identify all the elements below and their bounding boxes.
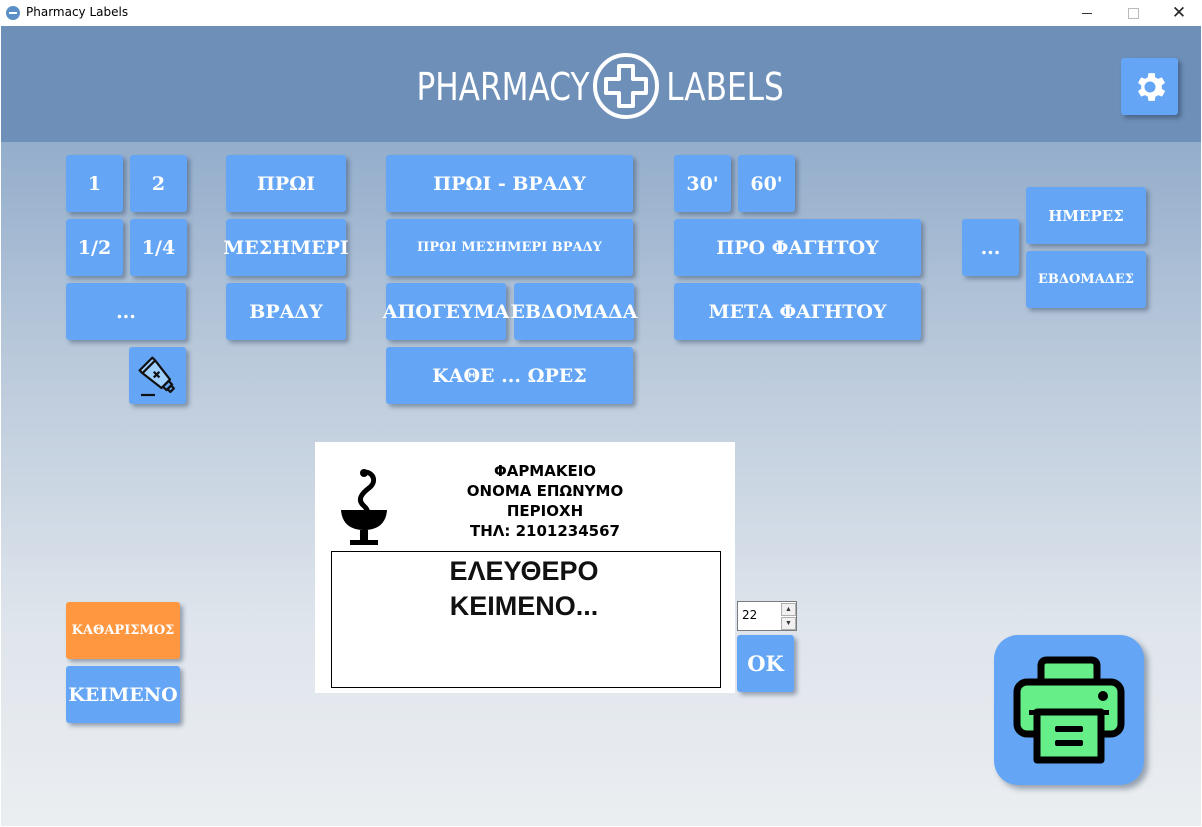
morning-button[interactable]: ΠΡΩΙ [226, 155, 346, 212]
clear-button[interactable]: ΚΑΘΑΡΙΣΜΟΣ [66, 602, 180, 659]
qty-quarter-button[interactable]: 1/4 [130, 219, 187, 276]
qty-half-button[interactable]: 1/2 [66, 219, 123, 276]
minutes-60-button[interactable]: 60' [738, 155, 795, 212]
qty-1-button[interactable]: 1 [66, 155, 123, 212]
label-preview: ΦΑΡΜΑΚΕΙΟ ΟΝΟΜΑ ΕΠΩΝΥΜΟ ΠΕΡΙΟΧΗ ΤΗΛ: 210… [315, 442, 735, 693]
spinner-down-button[interactable]: ▼ [781, 617, 796, 630]
close-button[interactable]: ✕ [1171, 3, 1187, 22]
week-button[interactable]: ΕΒΔΟΜΑΔΑ [510, 283, 638, 340]
bowl-of-hygieia-icon [341, 469, 387, 545]
pharmacy-phone: ΤΗΛ: 2101234567 [470, 522, 620, 540]
after-meal-button[interactable]: ΜΕΤΑ ΦΑΓΗΤΟΥ [674, 283, 921, 340]
app-body: PHARMACY LABELS 1 2 1/2 1/4 ... [1, 26, 1201, 826]
morning-night-button[interactable]: ΠΡΩΙ - ΒΡΑΔΥ [386, 155, 633, 212]
window-title: Pharmacy Labels [26, 5, 129, 19]
afternoon-button[interactable]: ΑΠΟΓΕΥΜΑ [383, 283, 509, 340]
days-button[interactable]: ΗΜΕΡΕΣ [1026, 187, 1146, 244]
settings-button[interactable] [1121, 58, 1178, 115]
noon-button[interactable]: ΜΕΣΗΜΕΡΙ [223, 219, 349, 276]
font-size-spinner[interactable]: 22 ▲ ▼ [737, 601, 797, 631]
maximize-button[interactable] [1110, 0, 1156, 26]
pharmacy-area: ΠΕΡΙΟΧΗ [506, 502, 584, 520]
pharmacy-heading: ΦΑΡΜΑΚΕΙΟ [493, 462, 597, 480]
ointment-button[interactable] [129, 347, 186, 404]
night-button[interactable]: ΒΡΑΔΥ [226, 283, 346, 340]
text-button[interactable]: ΚΕΙΜΕΝΟ [66, 666, 180, 723]
before-meal-button[interactable]: ΠΡΟ ΦΑΓΗΤΟΥ [674, 219, 921, 276]
free-text-box[interactable]: ΕΛΕΥΘΕΡΟ ΚΕΙΜΕΝΟ... [331, 551, 721, 688]
logo-text-left: PHARMACY [416, 65, 590, 109]
pharmacist-name: ΟΝΟΜΑ ΕΠΩΝΥΜΟ [466, 482, 624, 500]
print-button[interactable] [994, 635, 1144, 785]
every-hours-button[interactable]: ΚΑΘΕ ... ΩΡΕΣ [386, 347, 633, 404]
app-icon [6, 6, 20, 20]
title-bar: Pharmacy Labels ✕ [0, 0, 1202, 26]
printer-icon [1013, 656, 1125, 764]
free-text: ΕΛΕΥΘΕΡΟ ΚΕΙΜΕΝΟ... [449, 556, 599, 621]
qty-more-button[interactable]: ... [66, 283, 186, 340]
weeks-button[interactable]: ΕΒΔΟΜΑΔΕΣ [1026, 251, 1146, 308]
morning-noon-night-button[interactable]: ΠΡΩΙ ΜΕΣΗΜΕΡΙ ΒΡΑΔΥ [386, 219, 633, 276]
gear-icon [1137, 72, 1165, 101]
spinner-up-button[interactable]: ▲ [781, 603, 796, 616]
duration-more-button[interactable]: ... [962, 219, 1019, 276]
ointment-tube-icon [138, 356, 175, 396]
plus-circle-icon [593, 53, 659, 119]
font-size-value[interactable]: 22 [742, 608, 758, 622]
ok-button[interactable]: OK [737, 635, 794, 692]
logo-text-right: LABELS [666, 65, 784, 109]
minimize-button[interactable] [1064, 0, 1110, 26]
header-bar: PHARMACY LABELS [1, 26, 1201, 142]
qty-2-button[interactable]: 2 [130, 155, 187, 212]
minutes-30-button[interactable]: 30' [674, 155, 731, 212]
